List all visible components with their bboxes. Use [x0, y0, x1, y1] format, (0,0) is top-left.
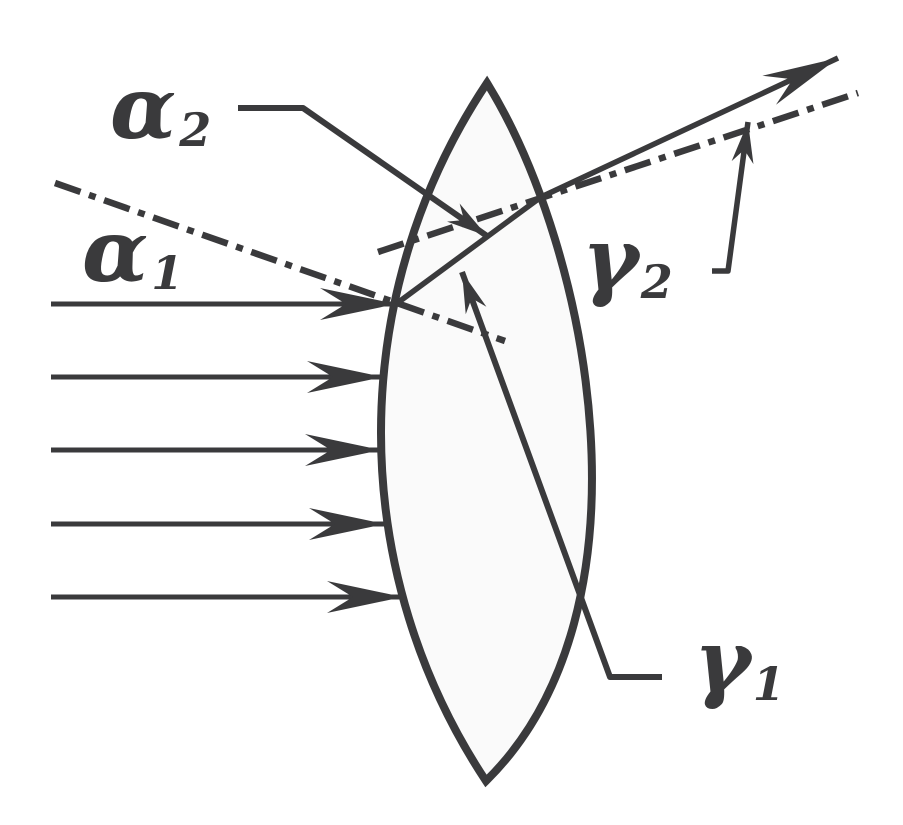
gamma1-leader-arrow: [459, 270, 662, 680]
label-gamma2-letter: γ: [582, 209, 643, 310]
label-gamma2: γ2: [582, 209, 673, 310]
alpha2-leader-arrow: [238, 105, 489, 239]
label-gamma1: γ1: [694, 611, 785, 712]
label-alpha1: α1: [82, 201, 183, 302]
label-alpha2-letter: α: [110, 58, 176, 159]
normal-line-second-surface: [376, 89, 860, 256]
label-alpha1-letter: α: [82, 201, 148, 302]
refracted-ray-internal: [394, 194, 543, 307]
label-alpha1-subscript: 1: [151, 246, 183, 300]
label-gamma1-subscript: 1: [753, 657, 785, 711]
label-gamma1-letter: γ: [694, 611, 755, 712]
refracted-ray-exit: [539, 55, 840, 200]
label-alpha2-subscript: 2: [178, 103, 211, 157]
label-alpha2: α2: [110, 58, 211, 159]
label-gamma2-subscript: 2: [640, 255, 673, 309]
lens-body: [376, 75, 596, 788]
gamma2-leader-arrow: [712, 121, 754, 274]
